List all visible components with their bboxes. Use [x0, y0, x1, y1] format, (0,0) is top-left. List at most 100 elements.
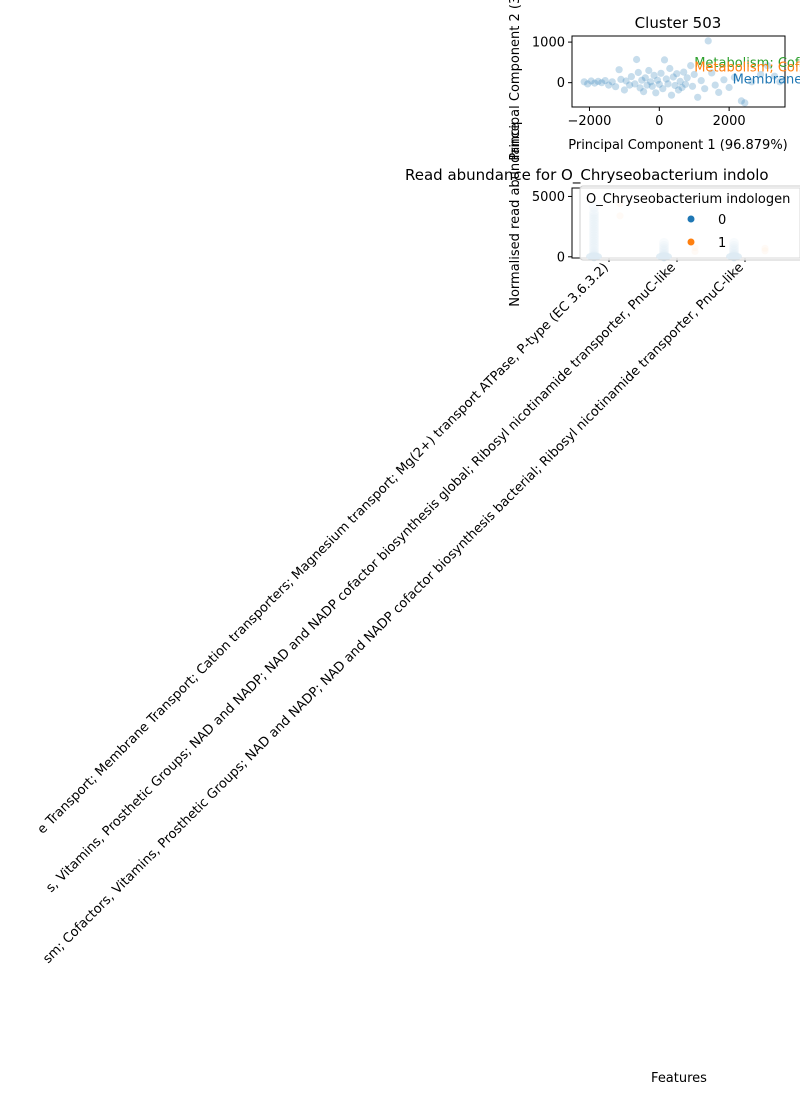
- pca-point: [655, 80, 663, 88]
- pca-point: [645, 66, 653, 75]
- pca-point: [591, 79, 599, 87]
- pca-point: [701, 85, 709, 93]
- pca-point: [615, 66, 623, 74]
- pca-point: [650, 71, 658, 79]
- pca-point: [608, 78, 616, 86]
- pca-point: [633, 55, 641, 64]
- pca-x-ticks: −2000 0 2000: [567, 107, 746, 129]
- pca-point: [704, 37, 712, 45]
- pca-x-tick-label: 0: [655, 114, 663, 129]
- pca-point: [748, 78, 756, 86]
- abundance-y-axis-label: Normalised read abundance: [508, 123, 523, 307]
- abundance-legend: O_Chryseobacterium indologen 0 1: [579, 185, 800, 261]
- pca-point: [687, 62, 695, 70]
- pca-point: [678, 83, 686, 92]
- pca-point: [694, 93, 702, 101]
- pca-point: [662, 75, 670, 83]
- pca-point: [584, 80, 592, 88]
- pca-point: [757, 70, 765, 79]
- pca-point: [648, 82, 656, 90]
- legend-title: O_Chryseobacterium indologen: [586, 192, 790, 207]
- pca-point: [626, 81, 634, 89]
- pca-point: [681, 80, 690, 88]
- legend-marker-1: [687, 238, 695, 246]
- pca-point: [680, 68, 688, 76]
- legend-box: [579, 185, 800, 261]
- pca-point: [674, 86, 683, 94]
- pca-point: [711, 81, 719, 89]
- pca-point: [671, 81, 679, 90]
- pca-point: [657, 69, 665, 77]
- pca-point: [598, 79, 606, 87]
- pca-point: [770, 72, 779, 80]
- pca-point: [594, 77, 602, 85]
- pca-point: [667, 91, 676, 99]
- pca-point: [697, 77, 705, 85]
- pca-point: [641, 74, 649, 82]
- pca-y-tick-label: 1000: [532, 36, 565, 51]
- pca-annotation: Metabolism; Cof...: [694, 56, 800, 71]
- pca-title: Cluster 503: [635, 14, 722, 32]
- abundance-y-tick-label: 0: [557, 250, 565, 265]
- pca-point: [631, 80, 639, 88]
- abundance-y-tick-label: 5000: [532, 190, 565, 205]
- pca-point: [730, 73, 739, 81]
- pca-point: [653, 76, 662, 84]
- pca-point: [617, 75, 625, 83]
- pca-point: [673, 70, 681, 78]
- pca-point: [587, 77, 595, 85]
- pca-annotation: Membrane Tran: [733, 73, 800, 88]
- pca-point: [652, 89, 660, 97]
- pca-points: [580, 37, 784, 107]
- pca-x-tick-label: 2000: [713, 114, 746, 129]
- pca-point: [620, 86, 629, 94]
- pca-point: [683, 74, 691, 82]
- pca-y-ticks: 0 1000: [532, 36, 572, 91]
- pca-point: [659, 85, 667, 93]
- pca-point: [676, 77, 684, 85]
- pca-plot-area: [571, 35, 786, 108]
- pca-point: [634, 68, 642, 77]
- pca-point: [664, 80, 672, 88]
- pca-y-tick-label: 0: [557, 76, 565, 91]
- category-label-nad-bacterial: sm; Cofactors, Vitamins, Prosthetic Grou…: [40, 260, 747, 967]
- pca-point: [737, 97, 746, 105]
- legend-label-1: 1: [718, 236, 726, 251]
- pca-point: [669, 73, 677, 81]
- pca-point: [741, 99, 749, 107]
- pca-point: [763, 62, 772, 70]
- pca-point: [605, 81, 613, 89]
- pca-annotations: Metabolism; Cof...Metabolism; Cof...Memb…: [694, 56, 800, 88]
- pca-panel: Cluster 503 Metabolism; Cof...Metabolism…: [508, 0, 800, 161]
- legend-marker-0: [687, 215, 695, 223]
- pca-annotation: Metabolism; Cof...: [694, 60, 800, 75]
- pca-point: [601, 77, 609, 85]
- pca-point: [612, 83, 620, 91]
- abundance-x-axis-label: Features: [651, 1071, 707, 1086]
- pca-point: [622, 77, 630, 85]
- category-labels: e Transport; Membrane Transport; Cation …: [35, 260, 747, 967]
- pca-point: [643, 81, 651, 89]
- pca-x-axis-label: Principal Component 1 (96.879%): [568, 138, 788, 153]
- pca-point: [690, 70, 698, 79]
- pca-point: [660, 56, 669, 64]
- category-label-magnesium: e Transport; Membrane Transport; Cation …: [35, 260, 612, 837]
- pca-point: [580, 78, 588, 86]
- pca-point: [725, 83, 733, 92]
- abundance-title: Read abundance for O_Chryseobacterium in…: [405, 166, 769, 185]
- pca-point: [638, 76, 646, 84]
- pca-point: [715, 88, 723, 96]
- pca-point: [688, 82, 697, 90]
- pca-y-axis-label: Principal Component 2 (3.1: [508, 0, 523, 161]
- category-label-nad-global: s, Vitamins, Prosthetic Groups; NAD and …: [43, 260, 679, 896]
- pca-point: [776, 78, 784, 86]
- pca-x-tick-label: −2000: [567, 114, 611, 129]
- pca-point: [627, 73, 636, 81]
- legend-label-0: 0: [718, 213, 726, 228]
- pca-point: [666, 64, 674, 73]
- abundance-panel: Read abundance for O_Chryseobacterium in…: [35, 123, 800, 1086]
- pca-point: [636, 84, 644, 92]
- abundance-y-ticks: 0 5000: [532, 190, 572, 265]
- pca-point: [647, 78, 655, 86]
